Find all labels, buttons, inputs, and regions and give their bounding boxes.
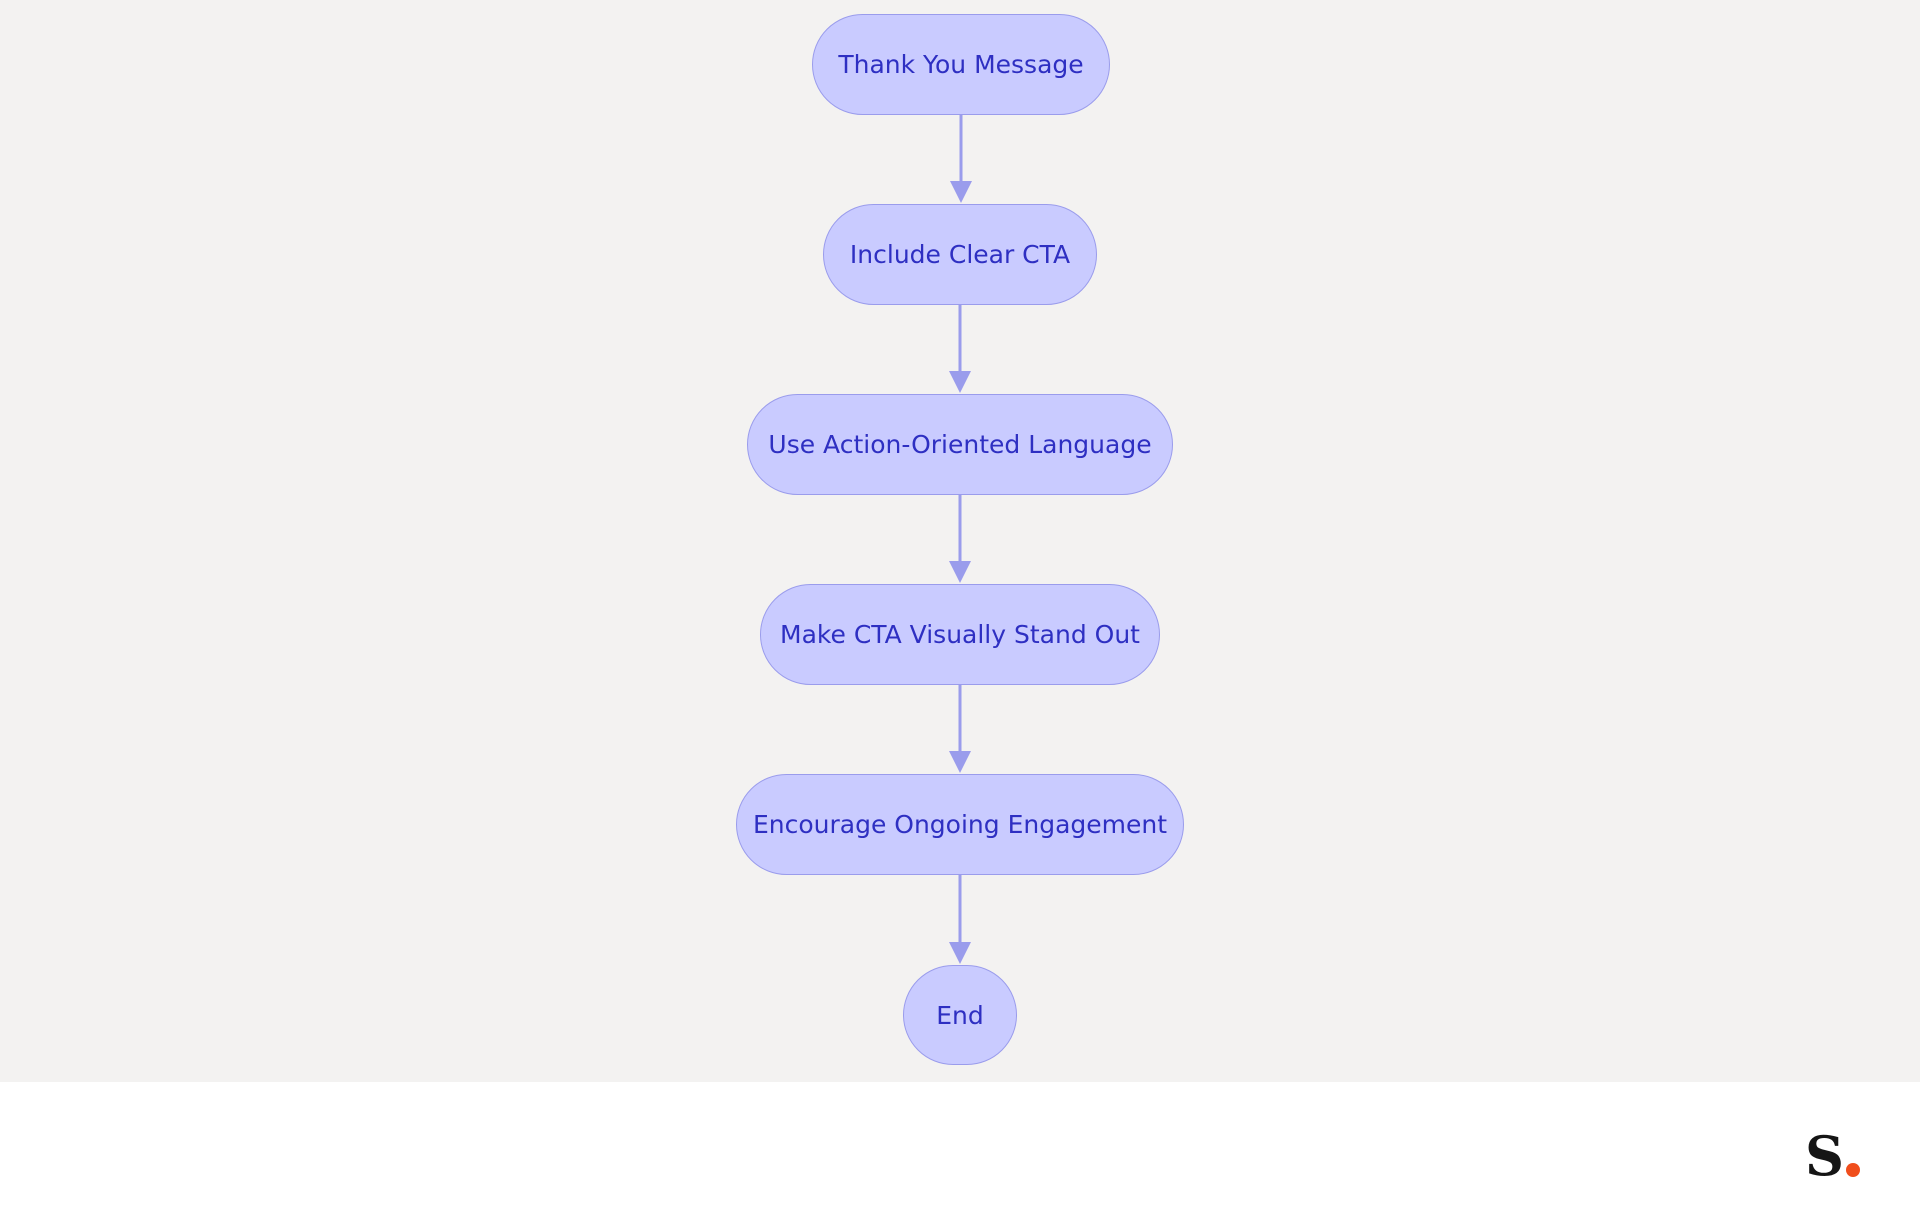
brand-logo-icon: S — [1805, 1123, 1860, 1183]
arrowhead-encourage-ongoing-engagement — [949, 751, 971, 773]
arrowhead-include-clear-cta — [950, 181, 972, 203]
logo-letter: S — [1805, 1124, 1844, 1188]
node-use-action-oriented-language: Use Action-Oriented Language — [747, 394, 1173, 495]
arrowhead-use-action-oriented-language — [949, 371, 971, 393]
node-label: Thank You Message — [838, 50, 1084, 79]
node-label: Make CTA Visually Stand Out — [780, 620, 1140, 649]
node-label: Use Action-Oriented Language — [768, 430, 1152, 459]
node-make-cta-visually-stand-out: Make CTA Visually Stand Out — [760, 584, 1160, 685]
arrowhead-make-cta-visually-stand-out — [949, 561, 971, 583]
flowchart-canvas: Thank You Message Include Clear CTA Use … — [0, 0, 1920, 1082]
node-include-clear-cta: Include Clear CTA — [823, 204, 1097, 305]
node-end: End — [903, 965, 1017, 1065]
node-encourage-ongoing-engagement: Encourage Ongoing Engagement — [736, 774, 1184, 875]
footer — [0, 1082, 1920, 1215]
node-label: End — [936, 1000, 984, 1030]
node-label: Include Clear CTA — [849, 240, 1071, 269]
logo-dot — [1846, 1163, 1860, 1177]
arrowhead-end — [949, 942, 971, 964]
flowchart-edges — [949, 115, 972, 964]
node-thank-you-message: Thank You Message — [812, 14, 1110, 115]
node-label: Encourage Ongoing Engagement — [752, 810, 1168, 839]
